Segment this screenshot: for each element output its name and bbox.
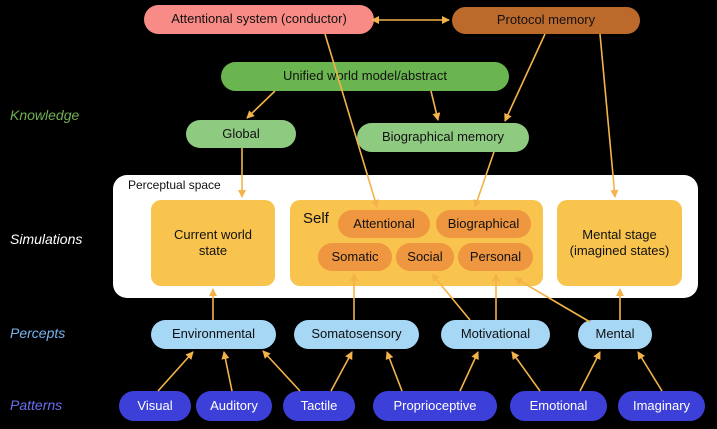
arrow-unified-biomem [430, 90, 441, 121]
protocol-memory-node: Protocol memory [452, 7, 640, 34]
unified-world-model-node: Unified world model/abstract [221, 62, 509, 91]
row-label-simulations: Simulations [10, 231, 83, 247]
self-label: Self [303, 210, 329, 227]
arrow-visual-environmental [157, 351, 194, 392]
mental-percept-node: Mental [578, 320, 652, 349]
somatosensory-percept-node: Somatosensory [294, 320, 419, 349]
arrow-proprio-motivational [459, 351, 479, 392]
arrow-biomem-selfbio [473, 151, 495, 208]
tactile-pattern-node: Tactile [283, 391, 355, 421]
mental-stage-node: Mental stage (imagined states) [557, 200, 682, 286]
auditory-pattern-node: Auditory [196, 391, 272, 421]
arrow-unified-global [246, 90, 276, 119]
arrow-emotional-motivational [511, 351, 541, 392]
emotional-pattern-node: Emotional [510, 391, 607, 421]
row-label-percepts: Percepts [10, 325, 66, 341]
arrow-protocol-biomem [504, 33, 546, 122]
global-node: Global [186, 120, 296, 148]
current-world-state-label: Current world state [173, 226, 253, 258]
arrow-motivational-social [431, 273, 471, 321]
biographical-memory-node: Biographical memory [357, 123, 529, 152]
attentional-system-node: Attentional system (conductor) [144, 5, 374, 34]
mental-stage-label: Mental stage (imagined states) [569, 226, 670, 258]
arrow-tactile-environmental [262, 350, 301, 392]
arrow-proprio-somato [385, 351, 403, 392]
self-personal-node: Personal [458, 243, 533, 271]
arrow-tactile-somato [330, 351, 353, 392]
row-label-knowledge: Knowledge [10, 107, 80, 123]
visual-pattern-node: Visual [119, 391, 191, 421]
arrow-attention-selfattentional [324, 33, 379, 208]
arrow-mental-personal [514, 277, 591, 323]
proprioceptive-pattern-node: Proprioceptive [373, 391, 497, 421]
arrow-auditory-environmental [221, 351, 233, 392]
perceptual-space-title: Perceptual space [128, 178, 221, 192]
current-world-state-node: Current world state [151, 200, 275, 286]
self-biographical-node: Biographical [436, 210, 531, 238]
self-somatic-node: Somatic [318, 243, 392, 271]
arrow-protocol-mentalstage [599, 33, 619, 198]
self-social-node: Social [396, 243, 454, 271]
arrow-imaginary-mental [637, 351, 663, 392]
imaginary-pattern-node: Imaginary [618, 391, 705, 421]
arrow-emotional-mental [579, 351, 601, 392]
motivational-percept-node: Motivational [441, 320, 550, 349]
row-label-patterns: Patterns [10, 397, 63, 413]
environmental-percept-node: Environmental [151, 320, 276, 349]
self-attentional-node: Attentional [338, 210, 430, 238]
